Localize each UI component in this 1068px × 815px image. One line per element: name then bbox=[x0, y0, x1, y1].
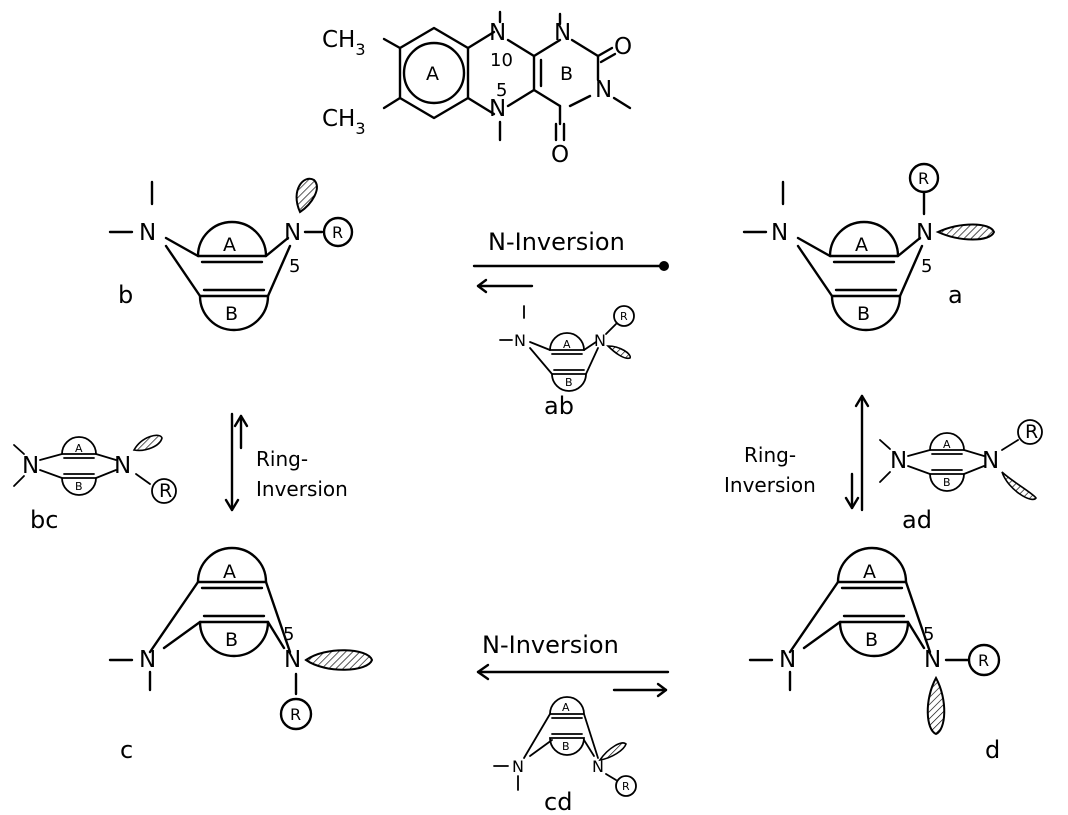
position-5: 5 bbox=[921, 256, 932, 277]
conformer-label: a bbox=[948, 281, 963, 309]
n-inversion-label: N-Inversion bbox=[482, 631, 619, 659]
substituent-r: R bbox=[159, 480, 172, 502]
position-5: 5 bbox=[289, 256, 300, 277]
o4-atom: O bbox=[551, 142, 569, 168]
ring-inversion-label-line1: Ring- bbox=[744, 443, 796, 467]
methyl-upper: CH3 bbox=[322, 27, 366, 59]
n10-atom: N bbox=[512, 757, 524, 776]
n5-atom: N bbox=[114, 453, 131, 479]
intermediate-ab: N A B N R ab bbox=[499, 305, 635, 420]
conformer-a: N A B N 5 R a bbox=[742, 162, 996, 332]
n5-atom: N bbox=[594, 331, 606, 350]
ring-b-label: B bbox=[565, 376, 573, 389]
n10-atom: N bbox=[779, 647, 796, 673]
ring-a-label: A bbox=[863, 561, 876, 583]
ring-b-label: B bbox=[562, 740, 570, 753]
n10-atom: N bbox=[139, 220, 156, 246]
position-5: 5 bbox=[923, 624, 934, 645]
n10-atom: N bbox=[139, 647, 156, 673]
n10-number: 10 bbox=[490, 50, 513, 71]
n-inversion-top-arrows: N-Inversion bbox=[472, 228, 669, 294]
methyl-lower: CH3 bbox=[322, 106, 366, 138]
flavin-structure: CH3 CH3 A N 10 N 5 N N B O O bbox=[322, 10, 632, 168]
n5-number: 5 bbox=[496, 80, 507, 101]
ring-a-label: A bbox=[855, 234, 868, 256]
n5-atom: N bbox=[284, 647, 301, 673]
substituent-r: R bbox=[622, 780, 630, 793]
o2-atom: O bbox=[614, 34, 632, 60]
conformer-label: d bbox=[985, 736, 1000, 764]
n1-atom: N bbox=[554, 20, 571, 46]
conformer-b: N A B N 5 R b bbox=[108, 177, 354, 332]
ring-b-label: B bbox=[225, 303, 238, 325]
substituent-r: R bbox=[918, 169, 929, 188]
n5-atom: N bbox=[924, 647, 941, 673]
position-5: 5 bbox=[283, 624, 294, 645]
n10-atom: N bbox=[489, 20, 506, 46]
ring-b-label: B bbox=[857, 303, 870, 325]
n10-atom: N bbox=[890, 448, 907, 474]
n5-atom: N bbox=[489, 96, 506, 122]
ring-a-label: A bbox=[75, 442, 83, 455]
intermediate-ad: N A B N R ad bbox=[879, 419, 1043, 534]
conformer-label: c bbox=[120, 736, 133, 764]
n-inversion-bottom-arrows: N-Inversion bbox=[476, 631, 670, 698]
n10-atom: N bbox=[22, 453, 39, 479]
ring-a-label: A bbox=[426, 63, 439, 85]
ring-b-label: B bbox=[75, 480, 83, 493]
n5-atom: N bbox=[284, 220, 301, 246]
ring-a-label: A bbox=[943, 438, 951, 451]
ring-b-label: B bbox=[865, 629, 878, 651]
ring-a-label: A bbox=[223, 561, 236, 583]
substituent-r: R bbox=[978, 651, 989, 670]
intermediate-cd: A B N N R cd bbox=[493, 696, 637, 815]
ring-a-label: A bbox=[223, 234, 236, 256]
conformer-c: A B N N 5 R c bbox=[108, 546, 374, 764]
intermediate-label: bc bbox=[30, 506, 58, 534]
substituent-r: R bbox=[1025, 421, 1038, 443]
intermediate-label: ad bbox=[902, 506, 932, 534]
arrowhead-dot bbox=[659, 261, 669, 271]
ring-b-label: B bbox=[225, 629, 238, 651]
ring-inversion-label-line2: Inversion bbox=[256, 477, 348, 501]
ring-inversion-right-arrows: Ring- Inversion bbox=[724, 394, 870, 512]
substituent-r: R bbox=[290, 705, 301, 724]
ring-b-label: B bbox=[943, 476, 951, 489]
n5-atom: N bbox=[592, 757, 604, 776]
n10-atom: N bbox=[771, 220, 788, 246]
n-inversion-label: N-Inversion bbox=[488, 228, 625, 256]
n3-atom: N bbox=[595, 77, 612, 103]
ring-a-label: A bbox=[563, 338, 571, 351]
intermediate-bc: N A B N R bc bbox=[13, 434, 177, 534]
n5-atom: N bbox=[916, 220, 933, 246]
ring-b-label: B bbox=[560, 63, 573, 85]
intermediate-label: ab bbox=[544, 392, 574, 420]
n10-atom: N bbox=[514, 331, 526, 350]
conformer-label: b bbox=[118, 281, 133, 309]
ring-a-label: A bbox=[562, 701, 570, 714]
ring-inversion-label-line2: Inversion bbox=[724, 473, 816, 497]
ring-inversion-label-line1: Ring- bbox=[256, 447, 308, 471]
conformer-d: A B N N 5 R d bbox=[748, 546, 1000, 764]
intermediate-label: cd bbox=[544, 788, 572, 815]
substituent-r: R bbox=[620, 310, 628, 323]
ring-inversion-left-arrows: Ring- Inversion bbox=[224, 412, 348, 512]
substituent-r: R bbox=[332, 223, 343, 242]
n5-atom: N bbox=[982, 448, 999, 474]
